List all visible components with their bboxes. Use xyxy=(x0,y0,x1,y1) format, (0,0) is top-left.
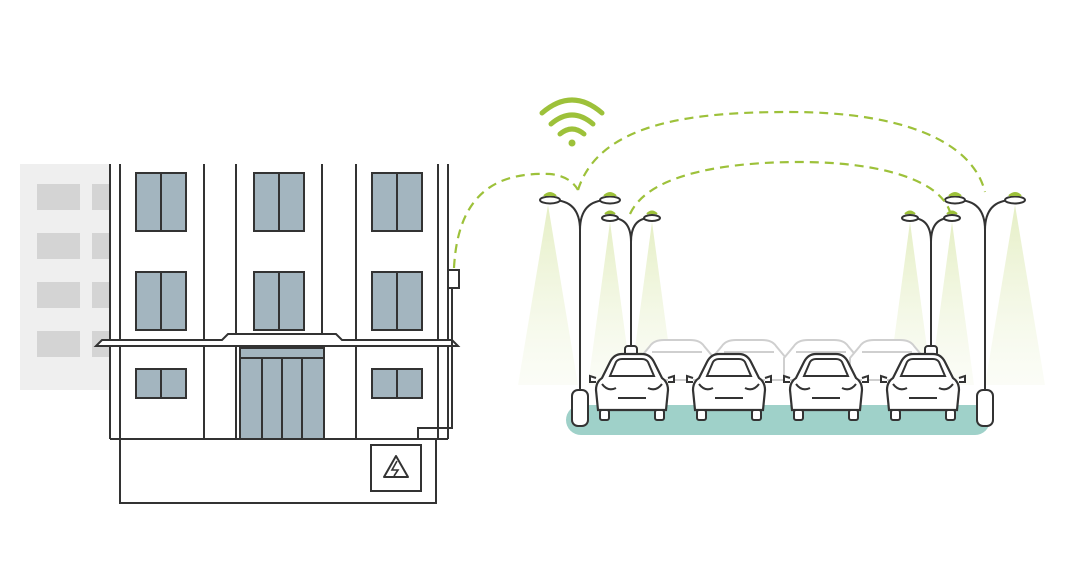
street-lamp-icon xyxy=(944,192,1026,427)
parked-cars-back-row xyxy=(639,339,925,381)
wireless-connection-lines xyxy=(452,110,987,269)
background-building xyxy=(20,164,112,390)
electrical-box xyxy=(370,444,422,492)
street-lamps xyxy=(539,192,1026,427)
office-building xyxy=(93,164,461,504)
parking-ground xyxy=(566,405,990,435)
wifi-icon xyxy=(539,97,605,147)
high-voltage-icon xyxy=(383,455,409,478)
street-lamp-icon xyxy=(539,192,621,427)
